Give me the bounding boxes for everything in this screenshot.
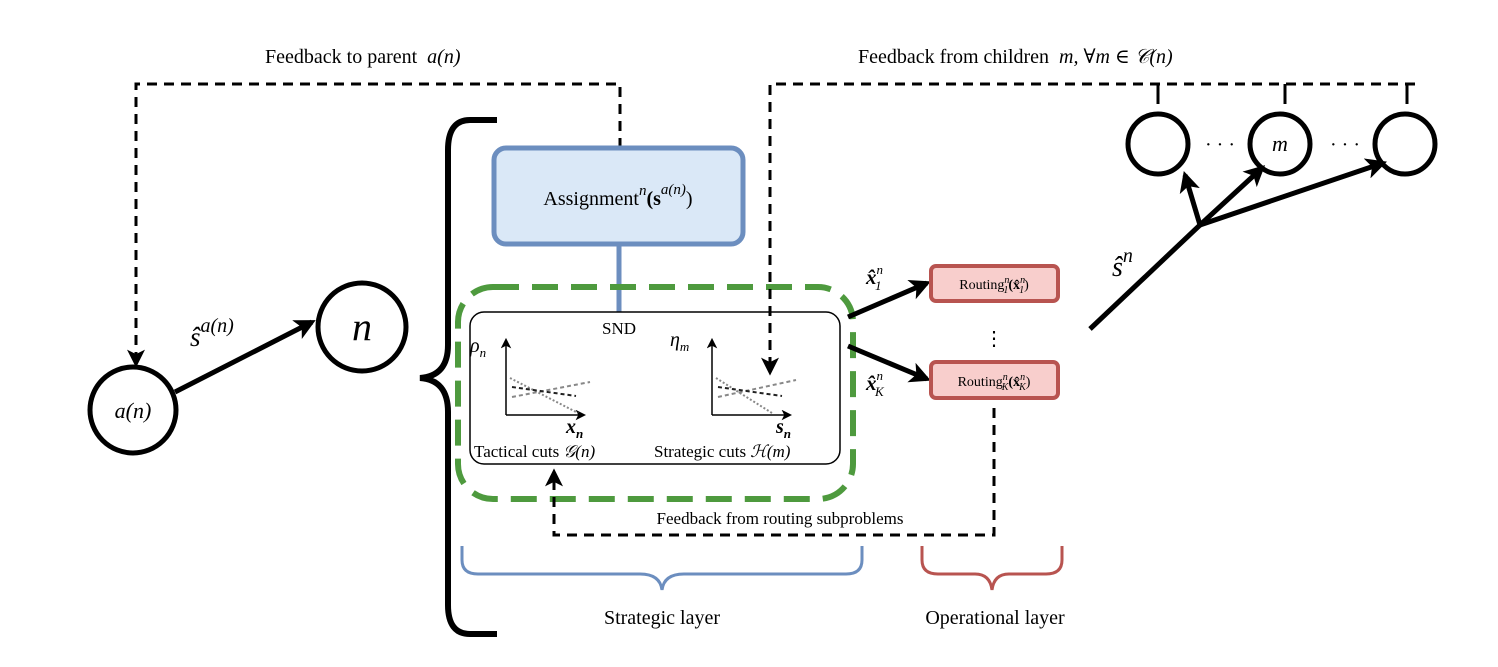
tactical-plot-y-label: ρn <box>469 335 486 360</box>
strategic-layer-brace <box>460 546 864 591</box>
arrow-n-to-children <box>1088 158 1387 331</box>
routing-vdots: ⋮ <box>984 328 1004 350</box>
child-dots-right: · · · <box>1330 134 1360 156</box>
strategic-layer-label: Strategic layer <box>604 607 720 629</box>
feedback-children-connector <box>761 82 1415 376</box>
snd-inner-box <box>469 311 841 465</box>
operational-layer-label: Operational layer <box>925 607 1065 629</box>
arrow-to-routing-first <box>847 279 931 320</box>
tactical-plot-x-label: xn <box>565 416 583 441</box>
feedback-routing-connector <box>545 408 996 537</box>
node-parent-label: a(n) <box>115 398 152 423</box>
feedback-parent-connector <box>127 82 622 368</box>
arrow-parent-to-n-label: ŝa(n) <box>190 315 234 352</box>
feedback-routing-label: Feedback from routing subproblems <box>657 509 904 528</box>
operational-layer-brace <box>920 546 1064 591</box>
feedback-parent-label: Feedback to parent a(n) <box>265 46 461 68</box>
node-child-m: m <box>1247 111 1313 177</box>
big-brace <box>419 117 497 637</box>
feedback-children-label: Feedback from children m, ∀m ∈ 𝒞(n) <box>858 46 1173 68</box>
strategic-plot <box>706 337 797 421</box>
snd-dashed-box <box>455 284 856 502</box>
node-child-right <box>1372 111 1438 177</box>
strategic-plot-x-label: sn <box>775 416 791 441</box>
strategic-plot-y-label: ηm <box>670 329 689 354</box>
tactical-plot <box>500 337 591 421</box>
assignment-box: Assignmentn(sa(n)) <box>491 145 746 247</box>
arrow-n-to-children-label: ŝn <box>1112 245 1133 283</box>
snd-label: SND <box>602 319 636 338</box>
node-current-label: n <box>352 304 372 349</box>
node-child-left <box>1125 111 1191 177</box>
child-dots-left: · · · <box>1205 134 1235 156</box>
arrow-parent-to-n <box>173 319 316 395</box>
node-parent: a(n) <box>87 364 179 456</box>
node-child-m-label: m <box>1272 131 1288 156</box>
node-current: n <box>315 280 409 374</box>
assignment-label: Assignmentn(sa(n)) <box>543 182 692 210</box>
arrow-to-routing-last <box>847 343 931 383</box>
